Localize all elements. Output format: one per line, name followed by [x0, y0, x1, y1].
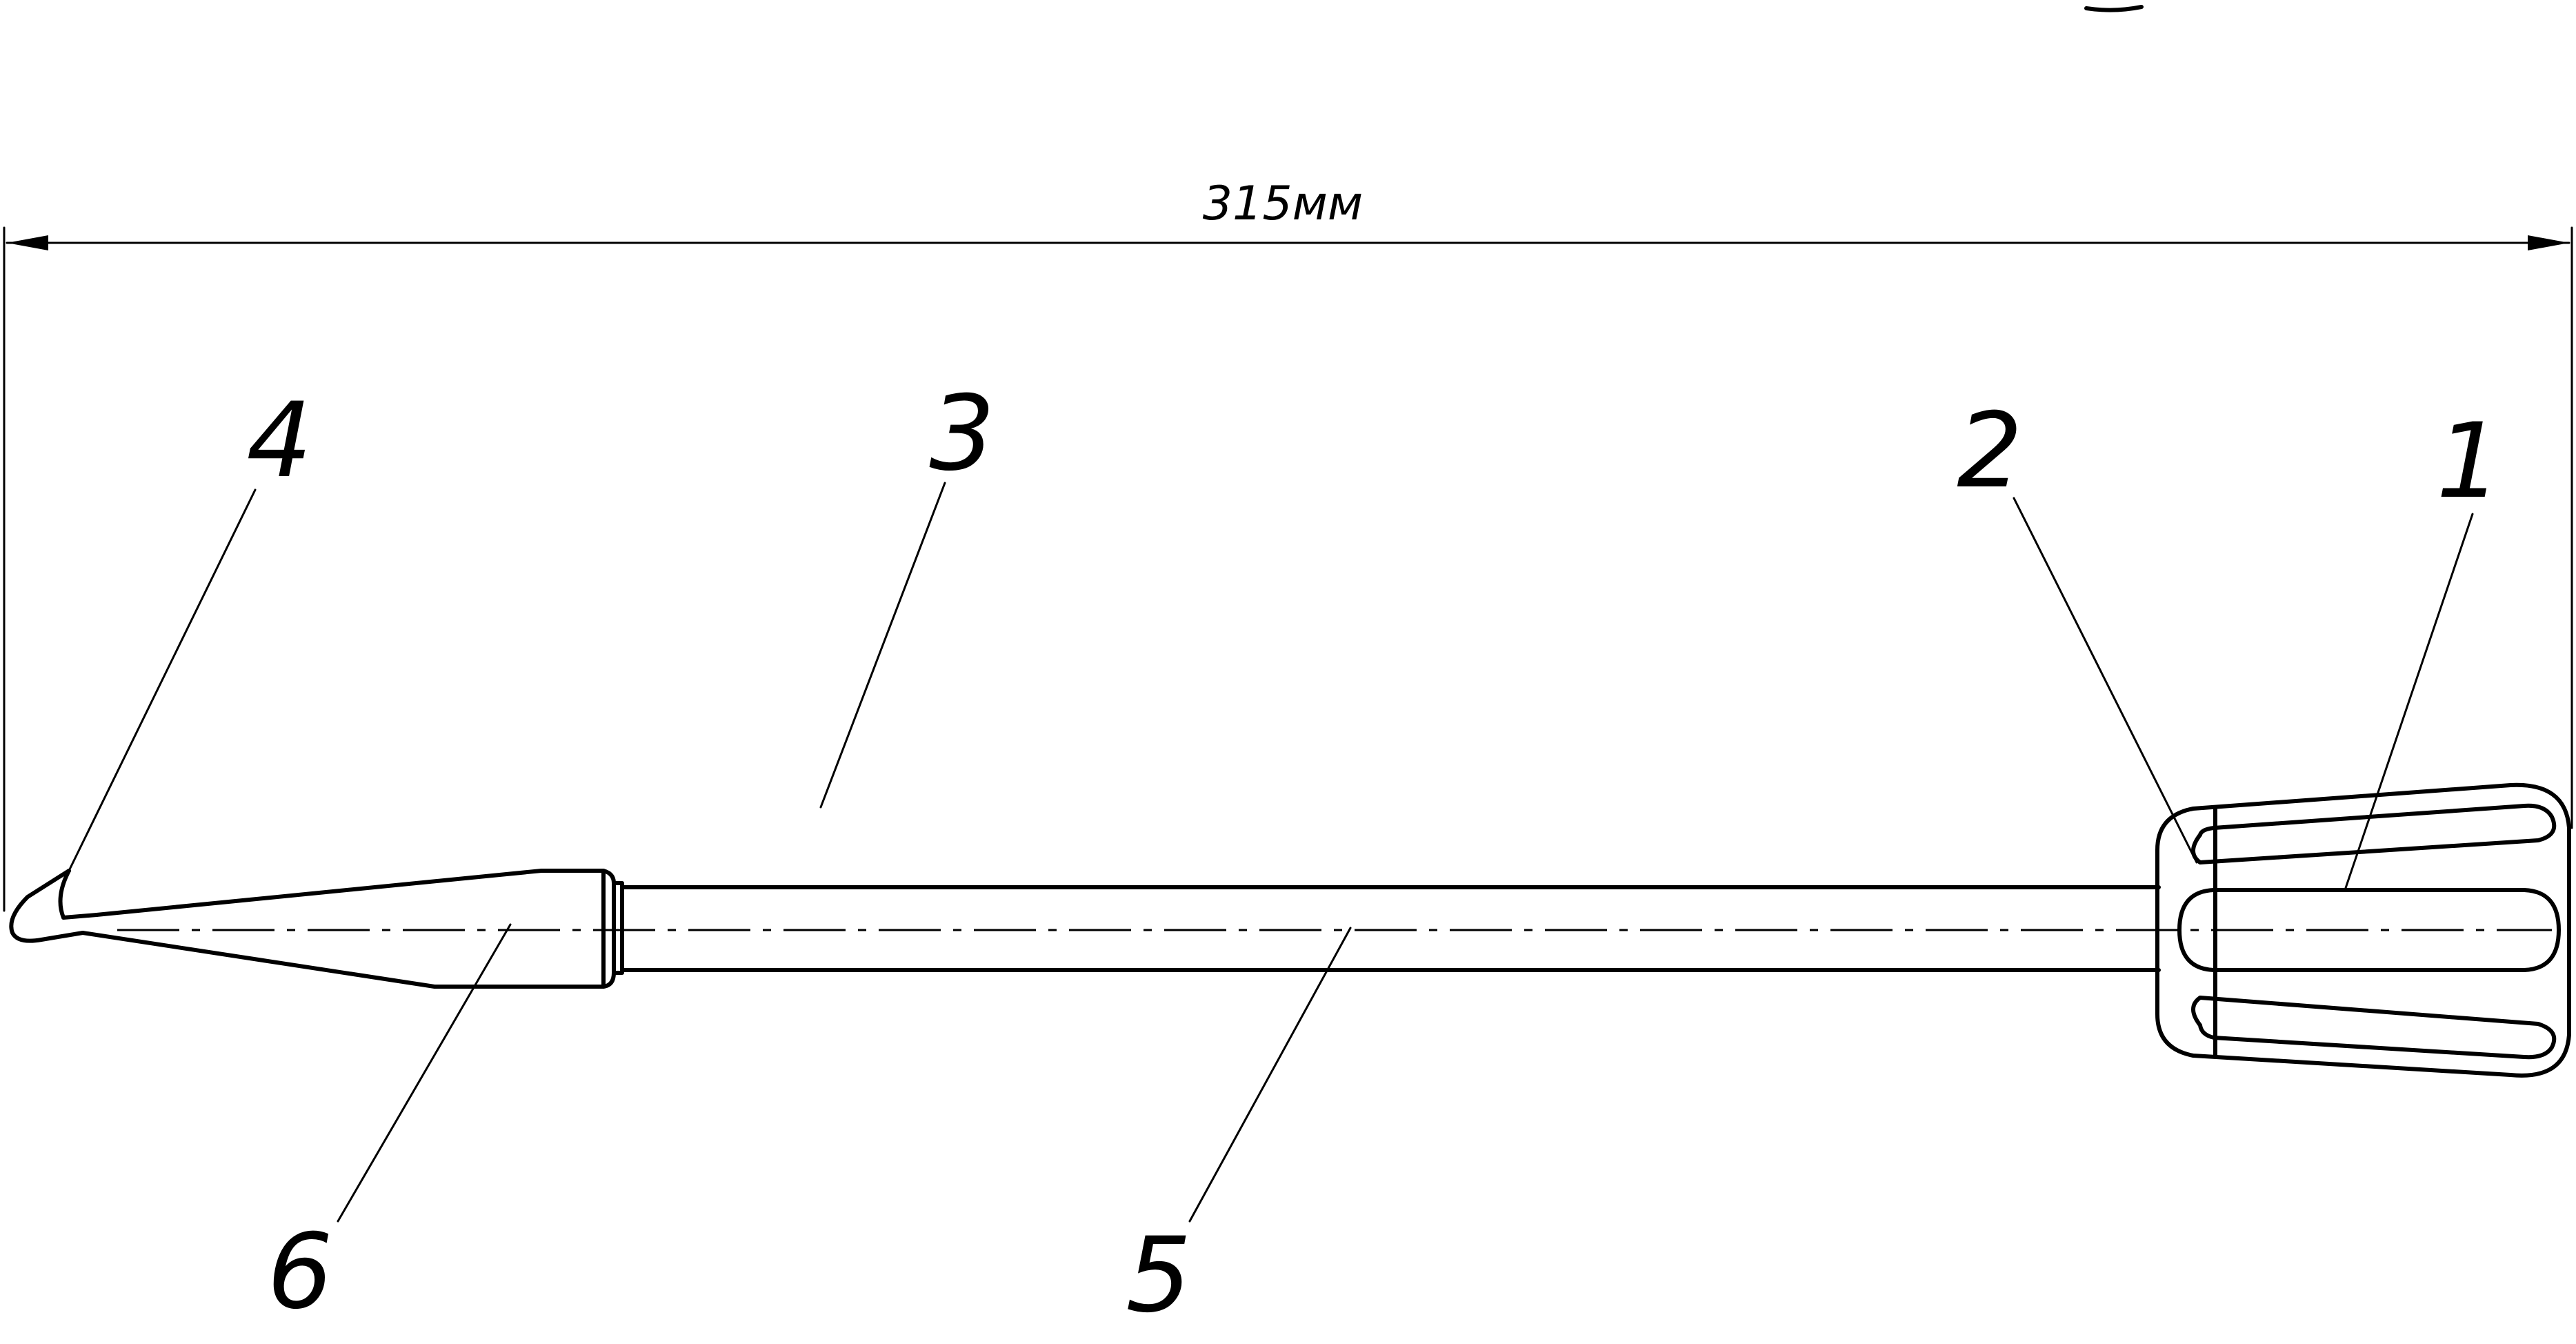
- leader-line-1: [2344, 513, 2474, 891]
- overall-dimension: 315мм: [3, 177, 2573, 912]
- handle-outline: [2155, 782, 2571, 1078]
- dimension-arrow-right: [2528, 235, 2569, 250]
- hook-tip: [9, 869, 85, 943]
- hook-notch: [58, 869, 99, 920]
- handle-flute-top: [2191, 803, 2557, 864]
- callout-1: 1: [2436, 402, 2502, 522]
- leader-lines: [68, 482, 2474, 1223]
- dimension-label: 315мм: [1203, 177, 1363, 231]
- callout-3: 3: [929, 374, 995, 494]
- dimension-arrow-left: [7, 235, 48, 250]
- handle-flute-middle: [2177, 888, 2561, 972]
- handle-flute-bottom: [2191, 996, 2557, 1060]
- callout-5: 5: [1126, 1216, 1191, 1336]
- leader-line-3: [819, 482, 946, 809]
- callout-4: 4: [246, 381, 312, 501]
- callout-6: 6: [267, 1212, 332, 1332]
- instrument: [9, 782, 2571, 1078]
- tip-collar: [612, 881, 624, 975]
- leader-line-5: [1188, 927, 1352, 1223]
- leader-line-2: [2013, 497, 2198, 864]
- tapered-tip-body: [81, 869, 616, 989]
- callout-2: 2: [1957, 391, 2022, 511]
- top-mark: [2084, 5, 2144, 12]
- leader-line-6: [337, 923, 512, 1223]
- leader-line-4: [68, 488, 257, 872]
- callout-labels: 1 2 3 4 5 6: [246, 374, 2502, 1336]
